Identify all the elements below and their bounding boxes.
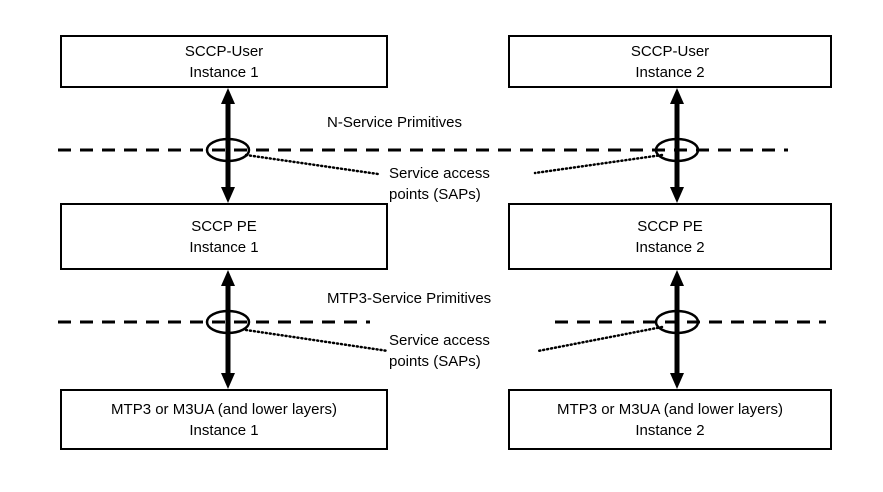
- label-line-1: Service access: [389, 332, 490, 349]
- box-sccp-user-instance-2[interactable]: SCCP-User Instance 2: [508, 35, 832, 88]
- box-subtitle-line: Instance 2: [635, 238, 705, 256]
- label-mtp3-service-primitives: MTP3-Service Primitives: [327, 290, 492, 307]
- label-line-2: points (SAPs): [389, 186, 481, 203]
- sap-marker-upper-right: [654, 137, 700, 163]
- sap-marker-lower-left: [205, 309, 251, 335]
- sap-leader-lower-right: [536, 325, 664, 353]
- box-title-line: SCCP PE: [191, 217, 257, 235]
- label-line-1: Service access: [389, 165, 490, 182]
- arrow-user2-pe2: [670, 88, 684, 203]
- box-subtitle-line: Instance 1: [189, 421, 259, 439]
- box-subtitle-line: Instance 1: [189, 238, 259, 256]
- box-title-line: MTP3 or M3UA (and lower layers): [557, 400, 783, 418]
- box-subtitle-line: Instance 2: [635, 63, 705, 81]
- box-subtitle-line: Instance 2: [635, 421, 705, 439]
- label-line-2: points (SAPs): [389, 353, 481, 370]
- box-title-line: SCCP-User: [184, 42, 264, 60]
- label-service-access-points-lower: Service access points (SAPs): [389, 330, 490, 372]
- sap-marker-lower-right: [654, 309, 700, 335]
- arrow-pe2-mtp32: [670, 270, 684, 389]
- box-sccp-pe-instance-2[interactable]: SCCP PE Instance 2: [508, 203, 832, 270]
- arrow-user1-pe1: [221, 88, 235, 203]
- sap-leader-upper-right: [533, 153, 664, 175]
- arrow-pe1-mtp31: [221, 270, 235, 389]
- label-service-access-points-upper: Service access points (SAPs): [389, 163, 490, 205]
- sap-leader-lower-left: [244, 328, 390, 353]
- box-title-line: SCCP PE: [637, 217, 703, 235]
- label-n-service-primitives: N-Service Primitives: [327, 114, 463, 131]
- sap-marker-upper-left: [205, 137, 251, 163]
- box-title-line: MTP3 or M3UA (and lower layers): [111, 400, 337, 418]
- box-sccp-pe-instance-1[interactable]: SCCP PE Instance 1: [60, 203, 388, 270]
- box-mtp3-instance-2[interactable]: MTP3 or M3UA (and lower layers) Instance…: [508, 389, 832, 450]
- box-mtp3-instance-1[interactable]: MTP3 or M3UA (and lower layers) Instance…: [60, 389, 388, 450]
- box-subtitle-line: Instance 1: [189, 63, 259, 81]
- sap-leader-upper-left: [244, 153, 380, 176]
- box-sccp-user-instance-1[interactable]: SCCP-User Instance 1: [60, 35, 388, 88]
- box-title-line: SCCP-User: [630, 42, 710, 60]
